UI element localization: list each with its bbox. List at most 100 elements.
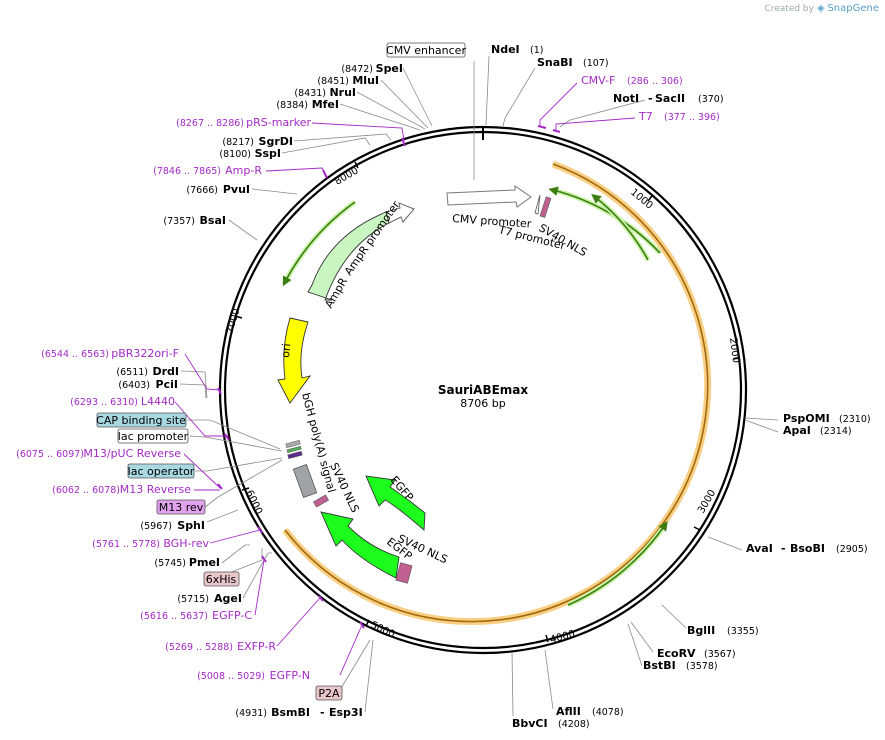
boxed-6xhis: 6xHis xyxy=(203,571,240,587)
primer-exfp-r: EXFP-R xyxy=(237,640,276,653)
boxed-lac-operator: lac operator xyxy=(127,463,195,479)
tick-5000: 5000 xyxy=(369,620,397,641)
tick-7000: 7000 xyxy=(224,307,242,335)
primer-bgh-rev: BGH-rev xyxy=(163,537,209,550)
primer-bgh-rev-pos: (5761 .. 5778) xyxy=(92,539,160,550)
lac-promoter-label: lac promoter xyxy=(118,430,189,443)
primer-egfp-c-pos: (5616 .. 5637) xyxy=(140,611,208,622)
site-bstbi-pos: (3578) xyxy=(686,661,718,672)
site-bstbi: BstBI xyxy=(643,659,676,672)
primer-egfp-c: EGFP-C xyxy=(212,609,252,622)
site-ndei-pos: (1) xyxy=(530,45,543,56)
site-mfei-pos: (8384) xyxy=(276,100,308,111)
site-drdi: DrdI xyxy=(152,365,179,378)
credit-brand: SnapGene xyxy=(827,3,879,14)
primer-prs-marker-pos: (8267 .. 8286) xyxy=(176,118,244,129)
site-spei: SpeI xyxy=(376,62,403,75)
tick-4000: 4000 xyxy=(549,629,576,646)
site-avai-pos: (2905) xyxy=(836,544,868,555)
6xhis-label: 6xHis xyxy=(206,573,237,586)
boxed-p2a: P2A xyxy=(315,685,343,701)
site-mlui: MluI xyxy=(352,74,379,87)
right-site-labels: NdeI (1) SnaBI (107) NotI - SacII (370) … xyxy=(491,43,871,730)
primer-egfp-n-pos: (5008 .. 5029) xyxy=(197,671,265,682)
primer-m13-reverse-pos: (6062 .. 6078) xyxy=(52,485,120,496)
site-spei-pos: (8472) xyxy=(341,64,373,75)
site-noti-pos: (370) xyxy=(698,94,724,105)
snapgene-logo-icon: ◈ xyxy=(816,3,825,14)
site-bbvci-pos: (4208) xyxy=(558,719,590,730)
site-bsobi: BsoBI xyxy=(790,542,825,555)
boxed-cap-binding-site: CAP binding site xyxy=(96,412,187,428)
site-pspomi-pos: (2310) xyxy=(839,414,871,425)
plasmid-size: 8706 bp xyxy=(460,397,505,410)
site-mlui-pos: (8451) xyxy=(317,76,349,87)
site-pvui-pos: (7666) xyxy=(186,185,218,196)
ori-label: ori xyxy=(279,343,293,358)
site-bsmbi: BsmBI xyxy=(271,706,310,719)
tick-8000: 8000 xyxy=(333,165,361,187)
site-agei-pos: (5715) xyxy=(177,594,209,605)
primer-l4440: L4440 xyxy=(141,395,175,408)
site-bbvci: BbvCI xyxy=(512,717,548,730)
m13-rev-label: M13 rev xyxy=(159,501,204,514)
primer-pbr322ori-f: pBR322ori-F xyxy=(111,347,179,360)
site-bglii: BglII xyxy=(687,624,715,637)
site-nrui: NruI xyxy=(329,86,356,99)
primer-markers xyxy=(217,125,561,629)
boxed-m13-rev: M13 rev xyxy=(156,499,206,515)
tick-2000: 2000 xyxy=(727,337,741,364)
primer-t7: T7 xyxy=(638,110,653,123)
site-apai: ApaI xyxy=(783,424,811,437)
site-pmei: PmeI xyxy=(189,556,220,569)
cmv-promoter-label: CMV promoter xyxy=(452,212,532,231)
primer-t7-pos: (377 .. 396) xyxy=(664,112,720,123)
site-bsmbi-pos: (4931) xyxy=(235,708,267,719)
site-snabi: SnaBI xyxy=(537,56,573,69)
site-bsai: BsaI xyxy=(200,214,226,227)
left-site-labels: SpeI (8472) MluI (8451) NruI (8431) MfeI… xyxy=(116,62,403,719)
orf-arrow-c xyxy=(567,521,668,606)
primer-cmv-f: CMV-F xyxy=(581,74,615,87)
site-ecorv: EcoRV xyxy=(657,647,696,660)
ori-feature: ori xyxy=(277,317,312,404)
site-ecorv-pos: (3567) xyxy=(704,649,736,660)
primer-m13-puc-reverse: M13/pUC Reverse xyxy=(83,447,181,460)
site-sspi: SspI xyxy=(255,147,281,160)
primer-egfp-n: EGFP-N xyxy=(270,669,310,682)
site-mfei: MfeI xyxy=(312,98,339,111)
site-apai-pos: (2314) xyxy=(820,426,852,437)
primer-cmv-f-pos: (286 .. 306) xyxy=(627,76,683,87)
orf-arrow-d xyxy=(282,201,356,287)
site-pcii-pos: (6403) xyxy=(118,380,150,391)
site-sspi-pos: (8100) xyxy=(219,149,251,160)
site-sgrdi-pos: (8217) xyxy=(222,137,254,148)
egfp-feature-1: EGFP xyxy=(365,474,426,531)
site-snabi-pos: (107) xyxy=(583,58,609,69)
site-avai-dash: - xyxy=(781,542,786,555)
primer-labels: CMV-F (286 .. 306) T7 (377 .. 396) pRS-m… xyxy=(16,74,720,682)
primer-amp-r: Amp-R xyxy=(225,164,262,177)
primer-prs-marker: pRS-marker xyxy=(246,116,311,129)
site-sacii: SacII xyxy=(655,92,685,105)
cmv-enhancer-label: CMV enhancer xyxy=(386,44,466,57)
site-esp3i: Esp3I xyxy=(329,706,363,719)
site-pmei-pos: (5745) xyxy=(154,558,186,569)
snapgene-credit: Created by ◈ SnapGene xyxy=(764,3,879,14)
boxed-lac-promoter: lac promoter xyxy=(117,428,189,444)
site-ndei: NdeI xyxy=(491,43,520,56)
site-aflii: AflII xyxy=(556,705,581,718)
cmv-promoter-feature: CMV promoter T7 promoter xyxy=(446,185,567,253)
site-sphi-pos: (5967) xyxy=(140,521,172,532)
p2a-label: P2A xyxy=(318,687,340,700)
orf-arrow-b xyxy=(591,194,649,261)
site-drdi-pos: (6511) xyxy=(116,367,148,378)
primer-exfp-r-pos: (5269 .. 5288) xyxy=(165,642,233,653)
primer-amp-r-pos: (7846 .. 7865) xyxy=(153,166,221,177)
site-pvui: PvuI xyxy=(223,183,250,196)
primer-pbr322ori-f-pos: (6544 .. 6563) xyxy=(41,349,109,360)
site-aflii-pos: (4078) xyxy=(592,707,624,718)
egfp-feature-2: EGFP xyxy=(320,511,415,579)
bgh-polya-feature: bGH poly(A) signal xyxy=(285,391,338,499)
